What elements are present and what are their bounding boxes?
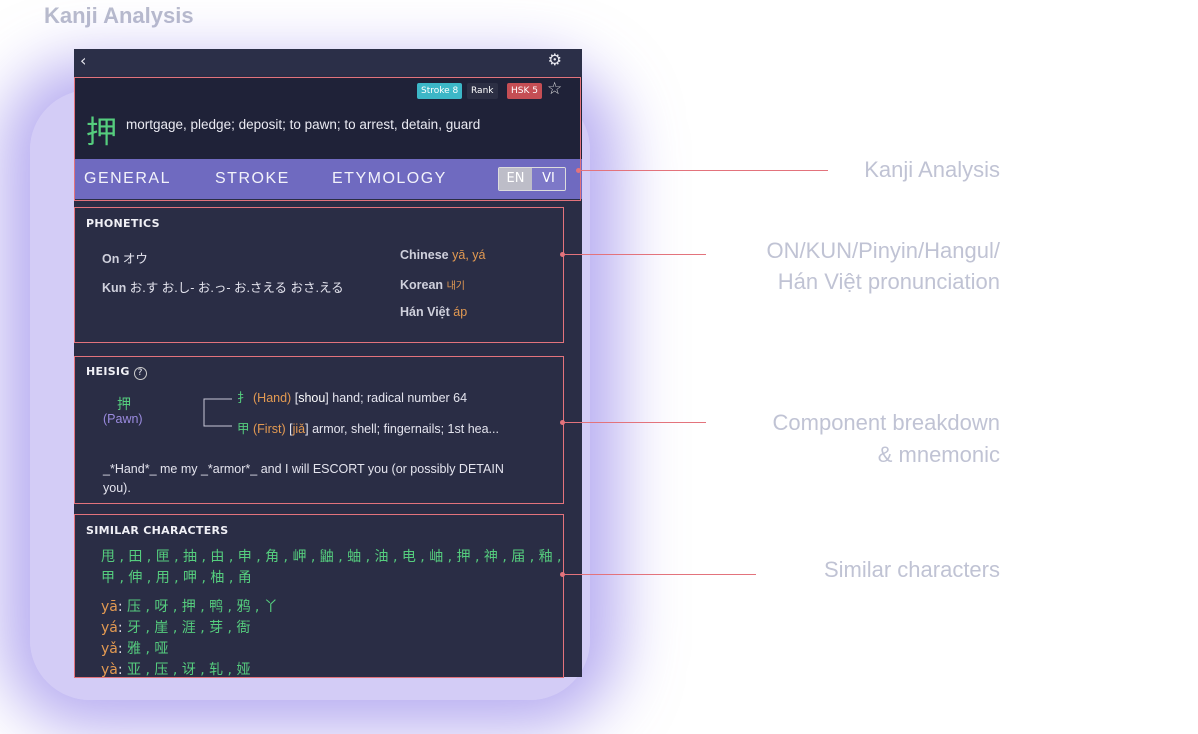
hsk-badge: HSK 5 bbox=[507, 83, 542, 99]
phonetics-section: PHONETICS On オウ Kun お.す お.し- お.っ- お.さえる … bbox=[74, 208, 562, 341]
reading-pinyin: yà bbox=[101, 662, 118, 677]
korean-reading: Korean 내기 bbox=[400, 277, 465, 292]
similar-line-2: 甲 , 伸 , 用 , 呷 , 柚 , 甬 bbox=[101, 570, 252, 586]
callout-line bbox=[564, 422, 706, 423]
tree-connector-icon bbox=[203, 398, 232, 427]
component-char: 扌 bbox=[237, 391, 250, 405]
hanviet-reading: Hán Việt áp bbox=[400, 305, 467, 319]
similar-line-1: 甩 , 田 , 匣 , 抽 , 由 , 申 , 角 , 岬 , 鼬 , 蚰 , … bbox=[101, 549, 562, 565]
lang-vi-button[interactable]: VI bbox=[532, 168, 565, 190]
stroke-badge: Stroke 8 bbox=[417, 83, 463, 99]
chinese-reading: Chinese yā, yá bbox=[400, 248, 485, 262]
component-pinyin: jiǎ bbox=[292, 422, 306, 436]
tab-stroke[interactable]: STROKE bbox=[215, 170, 290, 187]
chevron-left-icon[interactable]: ‹ bbox=[80, 51, 87, 70]
component-row: 扌 (Hand) [shou] hand; radical number 64 bbox=[237, 387, 467, 406]
on-reading: On オウ bbox=[102, 248, 148, 267]
help-icon[interactable]: ? bbox=[133, 367, 147, 380]
mnemonic-line-1: _*Hand*_ me my _*armor*_ and I will ESCO… bbox=[103, 462, 504, 476]
callout-line bbox=[564, 254, 706, 255]
tab-etymology[interactable]: ETYMOLOGY bbox=[332, 170, 447, 187]
pinyin-open: [ bbox=[294, 391, 299, 405]
heisig-keyword: (Pawn) bbox=[103, 412, 143, 426]
tab-general[interactable]: GENERAL bbox=[84, 170, 171, 187]
component-char: 甲 bbox=[237, 422, 250, 436]
reading-row: yā: 压 , 呀 , 押 , 鸭 , 鸦 , 丫 bbox=[101, 599, 278, 615]
component-keyword: (First) bbox=[253, 422, 286, 436]
callout-components-1: Component breakdown bbox=[772, 410, 1000, 435]
reading-chars[interactable]: 雅 , 哑 bbox=[127, 641, 169, 657]
korean-label: Korean bbox=[400, 278, 444, 292]
tab-bar: GENERAL STROKE ETYMOLOGY EN VI bbox=[74, 159, 582, 199]
callout-dot bbox=[576, 168, 581, 173]
component-pinyin: shou bbox=[298, 391, 326, 405]
korean-value: 내기 bbox=[446, 281, 465, 292]
callout-dot bbox=[560, 252, 565, 257]
component-meaning: armor, shell; fingernails; 1st hea... bbox=[312, 422, 499, 436]
reading-pinyin: yǎ bbox=[101, 641, 118, 657]
phonetics-title: PHONETICS bbox=[86, 217, 160, 230]
reading-chars[interactable]: 牙 , 崖 , 涯 , 芽 , 衙 bbox=[127, 620, 251, 636]
kun-reading: Kun お.す お.し- お.っ- お.さえる おさ.える bbox=[102, 277, 344, 296]
pinyin-open: [ bbox=[289, 422, 293, 436]
mnemonic-line-2: you). bbox=[103, 481, 131, 495]
callout-components-2: & mnemonic bbox=[877, 442, 1000, 467]
reading-chars[interactable]: 压 , 呀 , 押 , 鸭 , 鸦 , 丫 bbox=[127, 599, 278, 615]
reading-row: yǎ: 雅 , 哑 bbox=[101, 641, 169, 657]
kanji-header: Stroke 8 Rank HSK 5 ☆ 押 mortgage, pledge… bbox=[74, 77, 582, 159]
chinese-value: yā, yá bbox=[452, 248, 486, 262]
pinyin-close: ] bbox=[305, 422, 309, 436]
kanji-meaning: mortgage, pledge; deposit; to pawn; to a… bbox=[126, 117, 481, 132]
callout-phonetics-2: Hán Việt pronunciation bbox=[777, 269, 1000, 294]
on-label: On bbox=[102, 252, 120, 266]
component-keyword: (Hand) bbox=[253, 391, 292, 405]
on-value: オウ bbox=[122, 252, 148, 266]
component-row: 甲 (First) [jiǎ] armor, shell; fingernail… bbox=[237, 418, 499, 437]
callout-phonetics-1: ON/KUN/Pinyin/Hangul/ bbox=[766, 238, 1000, 263]
kun-value: お.す お.し- お.っ- お.さえる おさ.える bbox=[129, 281, 344, 295]
top-bar: ‹ ⚙ bbox=[74, 49, 582, 75]
reading-row: yà: 亚 , 压 , 讶 , 轧 , 娅 bbox=[101, 662, 251, 677]
lang-en-button[interactable]: EN bbox=[499, 168, 532, 190]
reading-pinyin: yá bbox=[101, 620, 118, 636]
callout-line bbox=[580, 170, 828, 171]
reading-chars[interactable]: 亚 , 压 , 讶 , 轧 , 娅 bbox=[127, 662, 251, 677]
heisig-kanji: 押 bbox=[117, 396, 131, 412]
language-toggle: EN VI bbox=[498, 167, 566, 191]
hanviet-label: Hán Việt bbox=[400, 305, 450, 319]
callout-kanji-analysis: Kanji Analysis bbox=[864, 157, 1000, 182]
reading-pinyin: yā bbox=[101, 599, 118, 615]
hanviet-value: áp bbox=[453, 305, 468, 319]
reading-row: yá: 牙 , 崖 , 涯 , 芽 , 衙 bbox=[101, 620, 251, 636]
heisig-title-text: HEISIG bbox=[86, 365, 130, 378]
app-window: ‹ ⚙ Stroke 8 Rank HSK 5 ☆ 押 mortgage, pl… bbox=[74, 49, 582, 677]
heisig-title: HEISIG? bbox=[86, 365, 147, 380]
rank-badge: Rank bbox=[467, 83, 498, 99]
similar-section: SIMILAR CHARACTERS 甩 , 田 , 匣 , 抽 , 由 , 申… bbox=[74, 515, 562, 677]
chinese-label: Chinese bbox=[400, 248, 449, 262]
callout-dot bbox=[560, 420, 565, 425]
gear-icon[interactable]: ⚙ bbox=[547, 50, 562, 69]
callout-dot bbox=[560, 572, 565, 577]
component-meaning: hand; radical number 64 bbox=[332, 391, 468, 405]
callout-similar: Similar characters bbox=[823, 557, 1000, 582]
pinyin-close: ] bbox=[325, 391, 329, 405]
page-heading: Kanji Analysis bbox=[44, 3, 194, 28]
heisig-section: HEISIG? 押 (Pawn) 扌 (Hand) [shou] hand; r… bbox=[74, 356, 562, 503]
favorite-star-icon[interactable]: ☆ bbox=[547, 79, 563, 99]
kanji-character: 押 bbox=[86, 115, 117, 151]
callout-line bbox=[564, 574, 756, 575]
kun-label: Kun bbox=[102, 281, 127, 295]
similar-title: SIMILAR CHARACTERS bbox=[86, 524, 229, 537]
